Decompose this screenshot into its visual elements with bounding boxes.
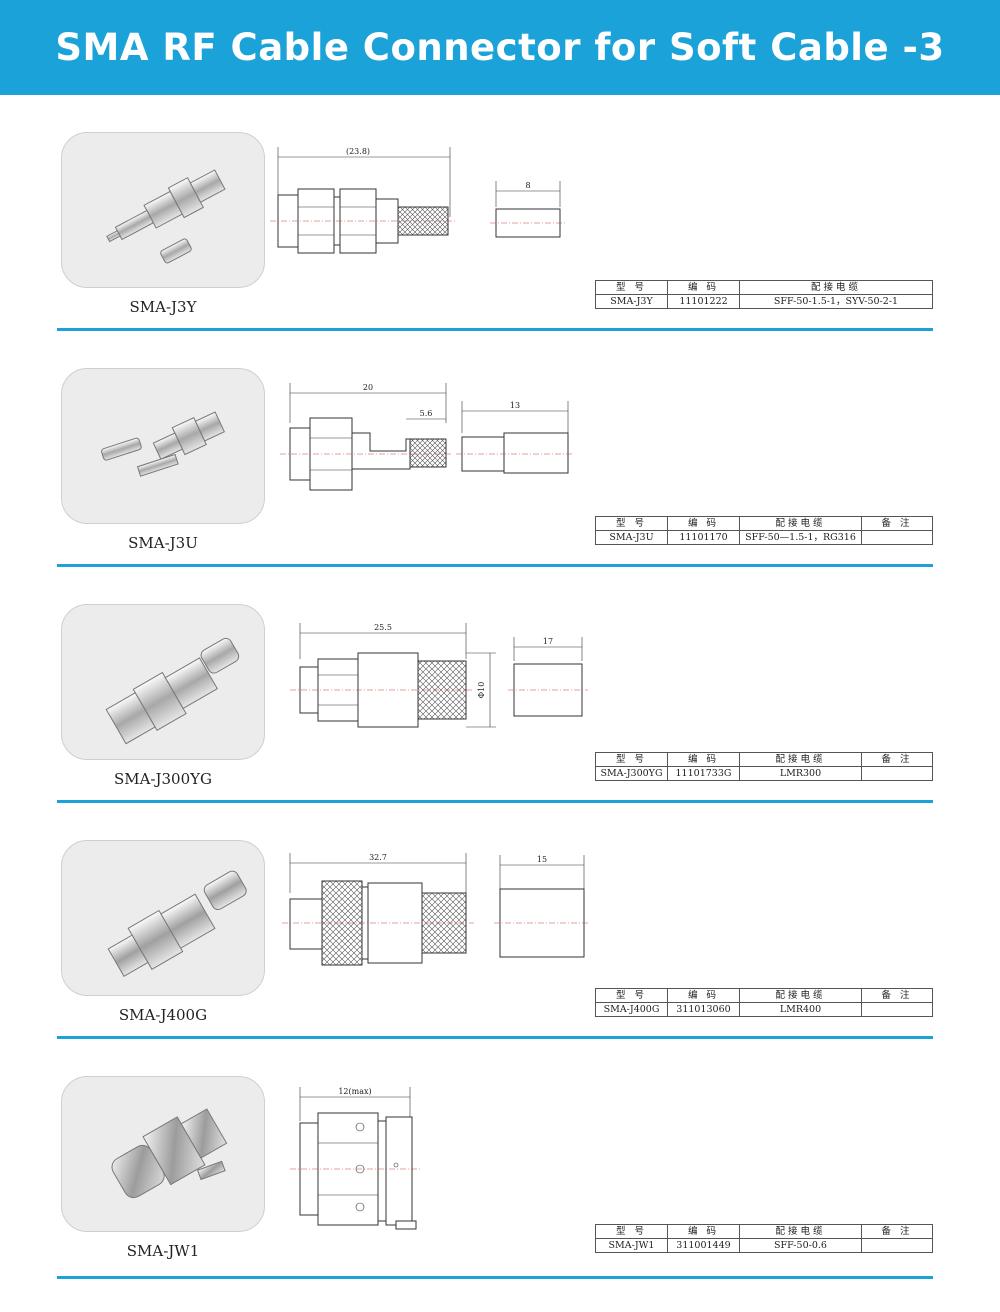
spec-table: 型 号 编 码 配接电缆 备 注 SMA-J400G 311013060 LMR… xyxy=(595,988,933,1017)
dimension-ferrule: 15 xyxy=(537,855,547,864)
cell-remark xyxy=(861,1238,933,1253)
title-banner: SMA RF Cable Connector for Soft Cable -3 xyxy=(0,0,1000,95)
header-remark: 备 注 xyxy=(861,752,933,767)
cell-code: 11101222 xyxy=(667,294,740,309)
product-model-label: SMA-J3U xyxy=(128,534,198,552)
cell-model: SMA-J300YG xyxy=(595,766,668,781)
header-model: 型 号 xyxy=(595,988,668,1003)
cell-cable: SFF-50—1.5-1，RG316 xyxy=(739,530,862,545)
cell-cable: SFF-50-1.5-1，SYV-50-2-1 xyxy=(739,294,933,309)
header-cable: 配接电缆 xyxy=(739,1224,862,1239)
header-model: 型 号 xyxy=(595,280,668,295)
product-photo xyxy=(61,132,265,288)
technical-drawing: (23.8) 8 xyxy=(270,137,600,287)
header-code: 编 码 xyxy=(667,1224,740,1239)
header-model: 型 号 xyxy=(595,516,668,531)
header-cable: 配接电缆 xyxy=(739,280,933,295)
dimension-overall: 20 xyxy=(363,383,373,392)
dimension-inner: 5.6 xyxy=(420,409,433,418)
header-remark: 备 注 xyxy=(861,1224,933,1239)
product-photo xyxy=(61,604,265,760)
header-cable: 配接电缆 xyxy=(739,988,862,1003)
technical-drawing: 20 5.6 13 xyxy=(270,373,600,523)
header-code: 编 码 xyxy=(667,752,740,767)
product-photo xyxy=(61,840,265,996)
dimension-overall: 25.5 xyxy=(374,623,392,632)
product-section-sma-j300yg: SMA-J300YG 25.5 Φ10 xyxy=(0,604,1000,840)
technical-drawing: 12(max) xyxy=(270,1081,600,1231)
cell-cable: LMR400 xyxy=(739,1002,862,1017)
header-model: 型 号 xyxy=(595,752,668,767)
cell-code: 311001449 xyxy=(667,1238,740,1253)
dimension-overall: 12(max) xyxy=(338,1087,371,1096)
header-model: 型 号 xyxy=(595,1224,668,1239)
cell-code: 311013060 xyxy=(667,1002,740,1017)
header-cable: 配接电缆 xyxy=(739,752,862,767)
product-section-sma-j400g: SMA-J400G 32.7 15 xyxy=(0,840,1000,1076)
header-remark: 备 注 xyxy=(861,516,933,531)
product-section-sma-j3u: SMA-J3U 20 5.6 13 xyxy=(0,368,1000,604)
header-cable: 配接电缆 xyxy=(739,516,862,531)
section-divider xyxy=(57,328,933,331)
dimension-ferrule: 17 xyxy=(543,637,553,646)
header-code: 编 码 xyxy=(667,988,740,1003)
product-model-label: SMA-J3Y xyxy=(129,298,197,316)
cell-remark xyxy=(861,1002,933,1017)
section-divider xyxy=(57,1036,933,1039)
section-divider xyxy=(57,1276,933,1279)
page-title: SMA RF Cable Connector for Soft Cable -3 xyxy=(55,26,945,69)
cell-remark xyxy=(861,766,933,781)
spec-table: 型 号 编 码 配接电缆 备 注 SMA-JW1 311001449 SFF-5… xyxy=(595,1224,933,1253)
dimension-ferrule: 8 xyxy=(525,181,530,190)
product-model-label: SMA-J300YG xyxy=(113,770,213,788)
dimension-diameter: Φ10 xyxy=(477,682,486,699)
cell-cable: LMR300 xyxy=(739,766,862,781)
technical-drawing: 32.7 15 xyxy=(270,845,600,995)
product-section-sma-jw1: SMA-JW1 12(max) 型 号 编 码 配接电缆 备 注 xyxy=(0,1076,1000,1312)
technical-drawing: 25.5 Φ10 17 xyxy=(270,609,600,759)
spec-table: 型 号 编 码 配接电缆 备 注 SMA-J3U 11101170 SFF-50… xyxy=(595,516,933,545)
header-code: 编 码 xyxy=(667,516,740,531)
product-photo xyxy=(61,368,265,524)
product-photo xyxy=(61,1076,265,1232)
cell-model: SMA-J3Y xyxy=(595,294,668,309)
cell-code: 11101733G xyxy=(667,766,740,781)
header-code: 编 码 xyxy=(667,280,740,295)
product-model-label: SMA-JW1 xyxy=(126,1242,200,1260)
product-section-sma-j3y: SMA-J3Y (23.8) 8 xyxy=(0,132,1000,368)
section-divider xyxy=(57,800,933,803)
product-model-label: SMA-J400G xyxy=(118,1006,208,1024)
dimension-ferrule: 13 xyxy=(510,401,520,410)
cell-model: SMA-JW1 xyxy=(595,1238,668,1253)
cell-cable: SFF-50-0.6 xyxy=(739,1238,862,1253)
spec-table: 型 号 编 码 配接电缆 SMA-J3Y 11101222 SFF-50-1.5… xyxy=(595,280,933,309)
spec-table: 型 号 编 码 配接电缆 备 注 SMA-J300YG 11101733G LM… xyxy=(595,752,933,781)
dimension-overall: (23.8) xyxy=(346,147,370,156)
cell-code: 11101170 xyxy=(667,530,740,545)
cell-model: SMA-J3U xyxy=(595,530,668,545)
section-divider xyxy=(57,564,933,567)
header-remark: 备 注 xyxy=(861,988,933,1003)
cell-model: SMA-J400G xyxy=(595,1002,668,1017)
cell-remark xyxy=(861,530,933,545)
dimension-overall: 32.7 xyxy=(369,853,387,862)
